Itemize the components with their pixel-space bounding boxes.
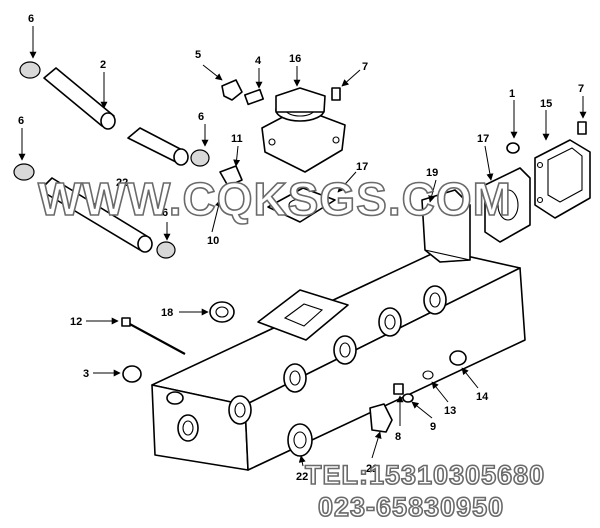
callout-19: 19 xyxy=(426,167,438,179)
callout-21: 21 xyxy=(366,463,378,475)
callout-labels: 6 2 6 6 22 6 5 4 16 7 11 10 17 19 1 15 7… xyxy=(18,13,584,483)
callout-13: 13 xyxy=(444,405,456,417)
mounting-elbow xyxy=(261,87,346,173)
callout-17b: 17 xyxy=(477,133,489,145)
callout-3: 3 xyxy=(83,368,89,380)
air-tubes xyxy=(39,67,189,253)
fittings xyxy=(121,79,587,457)
outlet-adapter xyxy=(534,139,591,219)
callout-10: 11 xyxy=(231,133,243,145)
callout-2: 2 xyxy=(100,59,106,71)
watermark-phone: 023-65830950 xyxy=(317,491,505,523)
callout-7b: 7 xyxy=(578,83,584,95)
callout-22b: 22 xyxy=(296,471,308,483)
outlet-gasket xyxy=(484,167,531,243)
callout-4: 4 xyxy=(255,55,262,67)
callout-6b: 6 xyxy=(18,115,24,127)
leader-lines xyxy=(18,26,587,467)
watermark-site: WWW.CQKSGS.COM xyxy=(37,172,512,226)
callout-7a: 7 xyxy=(362,61,368,73)
callout-16: 16 xyxy=(289,53,301,65)
watermark-tel: TEL:15310305680 xyxy=(304,459,546,491)
callout-9: 10 xyxy=(207,235,219,247)
callout-15: 15 xyxy=(540,98,552,110)
callout-18: 18 xyxy=(161,307,173,319)
callout-5: 5 xyxy=(195,49,201,61)
callout-8: 9 xyxy=(430,421,436,433)
callout-12: 12 xyxy=(70,316,82,328)
callout-6c: 6 xyxy=(198,111,204,123)
callout-6d: 6 xyxy=(162,207,168,219)
callout-17a: 17 xyxy=(356,161,368,173)
callout-14: 14 xyxy=(476,391,489,403)
callout-6a: 6 xyxy=(28,13,34,25)
exhaust-manifold xyxy=(151,189,526,471)
callout-11: 8 xyxy=(395,431,401,443)
callout-22a: 22 xyxy=(116,177,128,189)
hose-clamps xyxy=(13,61,210,259)
elbow-gasket xyxy=(267,187,336,223)
callout-1: 1 xyxy=(509,88,515,100)
